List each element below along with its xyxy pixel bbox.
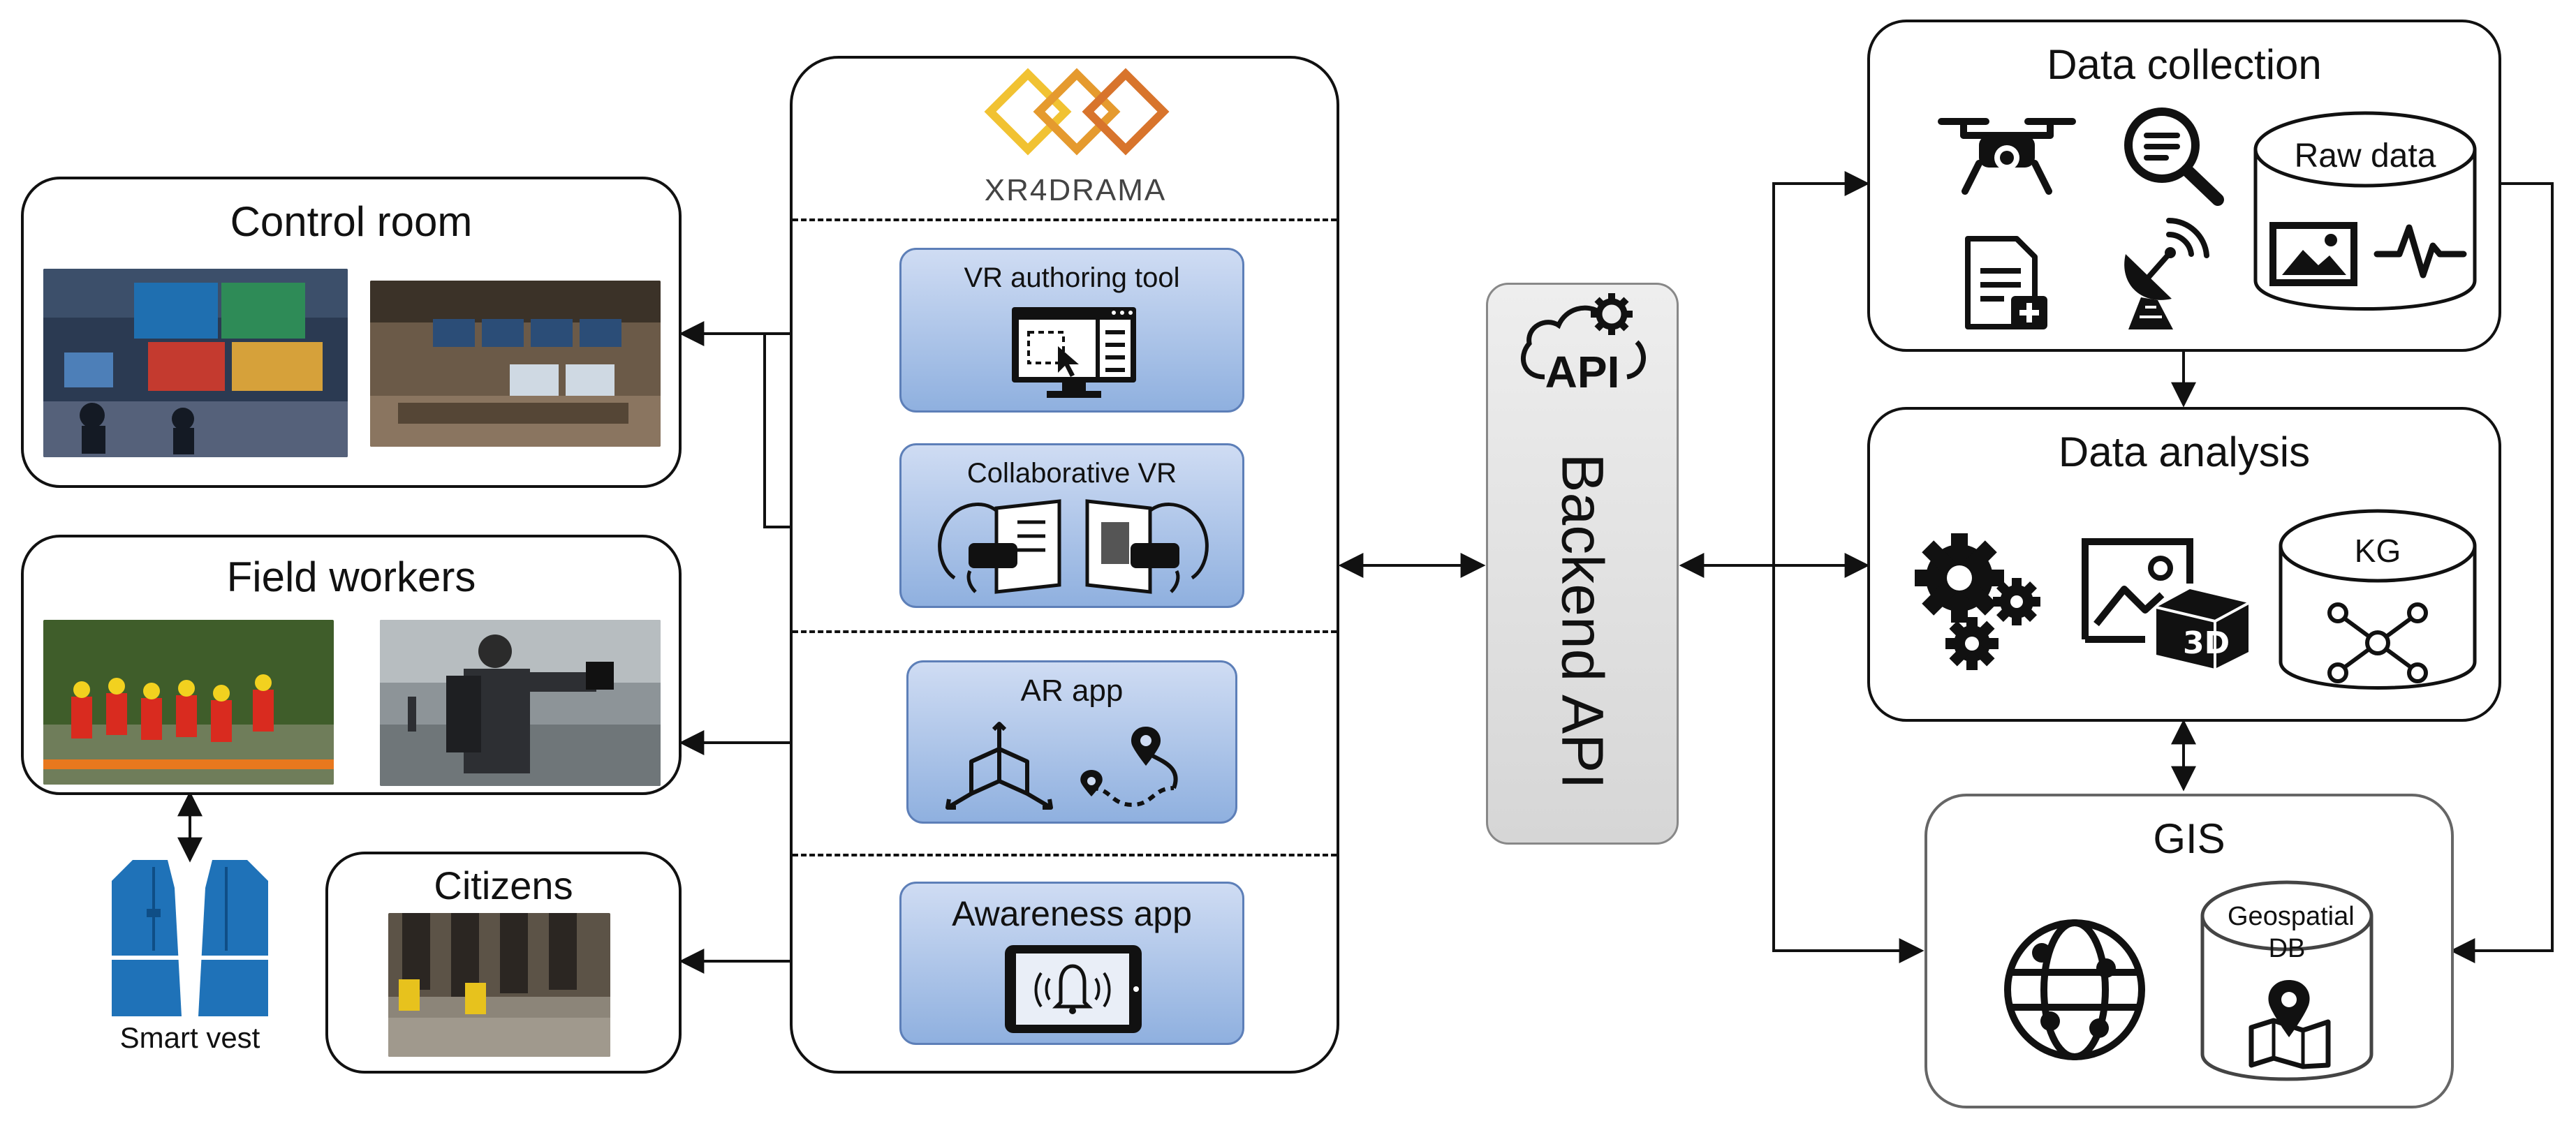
satellite-dish-icon: [2113, 214, 2214, 334]
kg-label: KG: [2354, 533, 2401, 569]
backend-api-label: Backend API: [1550, 453, 1616, 789]
graph-network-icon: [2325, 602, 2430, 683]
api-cloud-gear-icon: [1508, 293, 1656, 405]
field-workers-photo-2: [380, 620, 661, 786]
awareness-app-label: Awareness app: [952, 894, 1192, 933]
connector-bus-collection: [1772, 171, 1870, 565]
svg-text:3D: 3D: [2183, 625, 2230, 661]
awareness-app[interactable]: Awareness app: [899, 882, 1244, 1045]
kg-cylinder: [2278, 508, 2478, 698]
map-pin-icon: [2249, 977, 2331, 1069]
citizens-photo: [388, 913, 610, 1057]
globe-network-icon: [2001, 916, 2148, 1063]
gis-title: GIS: [2153, 815, 2225, 862]
control-room-panel: Control room: [21, 177, 682, 488]
control-room-photo-2: [370, 281, 661, 447]
api-badge: API: [1545, 347, 1620, 397]
platform-divider-3: [793, 854, 1337, 856]
field-workers-photo-1: [43, 620, 334, 785]
tablet-bell-icon: [1002, 942, 1145, 1036]
smart-vest-label: Smart vest: [119, 1021, 260, 1054]
image-3d-icon: 3D: [2078, 535, 2257, 671]
smart-vest-icon: [105, 860, 275, 1016]
backend-api: [1486, 283, 1679, 845]
field-workers-panel: Field workers: [21, 535, 682, 795]
control-room-photo-1: [43, 269, 348, 457]
platform-divider-2: [793, 630, 1337, 633]
xr4drama-logo: [984, 68, 1170, 168]
field-workers-title: Field workers: [226, 554, 476, 600]
vr-authoring-tool[interactable]: VR authoring tool: [899, 248, 1244, 413]
geospatial-db-label: Geospatial DB: [2228, 902, 2355, 963]
platform-divider-1: [793, 218, 1337, 221]
xr4drama-logo-text: XR4DRAMA: [984, 173, 1167, 207]
ar-app-label: AR app: [1020, 674, 1124, 708]
signal-icon: [2373, 221, 2467, 281]
gears-icon: [1913, 532, 2050, 671]
vr-authoring-tool-label: VR authoring tool: [964, 262, 1180, 293]
ar-cube-route-icon: [943, 721, 1205, 815]
drone-icon: [1937, 114, 2077, 197]
monitor-cursor-icon: [1009, 304, 1139, 402]
data-analysis-title: Data analysis: [2058, 429, 2311, 475]
collaborative-vr[interactable]: Collaborative VR: [899, 443, 1244, 608]
vr-headset-users-icon: [927, 494, 1221, 599]
add-document-icon: [1962, 235, 2056, 332]
citizens-panel: Citizens: [325, 852, 682, 1074]
collaborative-vr-label: Collaborative VR: [966, 458, 1177, 489]
control-room-title: Control room: [230, 198, 473, 245]
data-collection-title: Data collection: [2047, 41, 2322, 88]
citizens-title: Citizens: [434, 863, 573, 907]
image-icon: [2269, 222, 2357, 286]
search-document-icon: [2121, 105, 2226, 206]
ar-app[interactable]: AR app: [906, 660, 1237, 824]
raw-data-label: Raw data: [2294, 138, 2436, 175]
